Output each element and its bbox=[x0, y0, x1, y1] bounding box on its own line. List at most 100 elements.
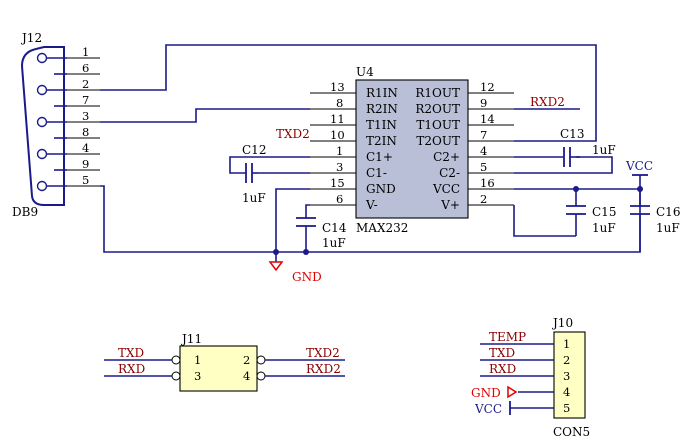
svg-text:1: 1 bbox=[82, 45, 89, 59]
net-label-rxd2-u4: RXD2 bbox=[530, 95, 565, 109]
svg-text:R1IN: R1IN bbox=[366, 86, 398, 100]
svg-text:6: 6 bbox=[336, 192, 343, 206]
svg-text:R1OUT: R1OUT bbox=[415, 86, 460, 100]
svg-text:C2+: C2+ bbox=[433, 150, 460, 164]
svg-text:C16: C16 bbox=[656, 205, 680, 219]
svg-text:1uF: 1uF bbox=[656, 221, 680, 235]
svg-text:4: 4 bbox=[563, 385, 570, 399]
svg-text:8: 8 bbox=[82, 125, 89, 139]
svg-text:RXD: RXD bbox=[489, 362, 516, 376]
u4-left-pin-names: R1IN R2IN T1IN T2IN C1+ C1- GND V- bbox=[365, 86, 398, 212]
svg-text:3: 3 bbox=[336, 160, 343, 174]
svg-text:V+: V+ bbox=[440, 198, 460, 212]
svg-text:VCC: VCC bbox=[474, 402, 502, 416]
svg-text:C14: C14 bbox=[322, 221, 347, 235]
svg-text:GND: GND bbox=[471, 386, 501, 400]
svg-text:9: 9 bbox=[82, 157, 89, 171]
svg-text:T1OUT: T1OUT bbox=[416, 118, 460, 132]
svg-text:RXD2: RXD2 bbox=[306, 362, 341, 376]
svg-text:13: 13 bbox=[330, 80, 345, 94]
svg-text:J11: J11 bbox=[180, 332, 202, 346]
svg-text:C1+: C1+ bbox=[366, 150, 393, 164]
u4-right-pin-numbers: 12 9 14 7 4 5 16 2 bbox=[480, 80, 495, 206]
svg-text:R2IN: R2IN bbox=[366, 102, 398, 116]
u4-left-pin-stubs bbox=[310, 92, 356, 206]
svg-text:4: 4 bbox=[243, 369, 250, 383]
svg-text:15: 15 bbox=[330, 176, 345, 190]
u4-body bbox=[355, 79, 469, 219]
svg-text:RXD: RXD bbox=[118, 362, 145, 376]
svg-text:VCC: VCC bbox=[625, 159, 653, 173]
svg-text:C1-: C1- bbox=[366, 166, 387, 180]
u4-ref: U4 bbox=[356, 65, 374, 79]
svg-text:5: 5 bbox=[82, 173, 89, 187]
svg-text:12: 12 bbox=[480, 80, 495, 94]
svg-text:C2-: C2- bbox=[439, 166, 460, 180]
svg-text:10: 10 bbox=[330, 128, 345, 142]
j12-name: DB9 bbox=[12, 205, 38, 219]
svg-text:3: 3 bbox=[194, 369, 201, 383]
u4-right-pin-names: R1OUT R2OUT T1OUT T2OUT C2+ C2- VCC V+ bbox=[415, 86, 460, 212]
svg-text:V-: V- bbox=[365, 198, 378, 212]
svg-text:8: 8 bbox=[336, 96, 343, 110]
svg-text:2: 2 bbox=[480, 192, 487, 206]
svg-text:GND: GND bbox=[292, 270, 322, 284]
svg-text:J10: J10 bbox=[551, 316, 573, 330]
svg-text:2: 2 bbox=[82, 77, 89, 91]
db9-pin-stubs bbox=[67, 57, 100, 187]
svg-text:GND: GND bbox=[366, 182, 396, 196]
u4-right-pin-stubs bbox=[468, 92, 514, 206]
header-j10: J10 1 2 3 4 5 CON5 TEMP TXD RXD GND VCC bbox=[471, 316, 590, 439]
svg-text:7: 7 bbox=[480, 128, 487, 142]
capacitor-c16: C16 1uF bbox=[630, 205, 680, 235]
db9-contacts bbox=[36, 52, 67, 192]
capacitor-c15: C15 1uF bbox=[566, 205, 616, 235]
svg-text:CON5: CON5 bbox=[553, 425, 590, 439]
svg-text:7: 7 bbox=[82, 93, 89, 107]
svg-text:R2OUT: R2OUT bbox=[415, 102, 460, 116]
u4-part-name: MAX232 bbox=[356, 221, 408, 235]
net-label-txd2-u4: TXD2 bbox=[276, 127, 310, 141]
svg-text:16: 16 bbox=[480, 176, 495, 190]
svg-text:TEMP: TEMP bbox=[489, 330, 526, 344]
svg-text:6: 6 bbox=[82, 61, 89, 75]
wires bbox=[100, 44, 641, 262]
svg-text:C15: C15 bbox=[592, 205, 616, 219]
db9-connector-j12: J12 DB9 bbox=[12, 31, 100, 219]
svg-text:T2OUT: T2OUT bbox=[416, 134, 460, 148]
svg-text:5: 5 bbox=[480, 160, 487, 174]
j12-ref: J12 bbox=[20, 31, 42, 45]
capacitor-c12: C12 1uF bbox=[242, 143, 266, 205]
svg-text:TXD: TXD bbox=[118, 346, 144, 360]
svg-text:2: 2 bbox=[563, 353, 570, 367]
svg-text:3: 3 bbox=[563, 369, 570, 383]
capacitor-c14: C14 1uF bbox=[296, 217, 347, 250]
junction-dots bbox=[273, 186, 643, 255]
vcc-power-symbol: VCC bbox=[625, 159, 653, 176]
svg-text:1: 1 bbox=[563, 337, 570, 351]
capacitor-c13: C13 1uF bbox=[560, 127, 616, 167]
svg-text:1: 1 bbox=[194, 353, 201, 367]
svg-text:1uF: 1uF bbox=[592, 143, 616, 157]
db9-shell bbox=[20, 46, 65, 206]
max232-ic-u4: U4 MAX232 13 8 11 bbox=[310, 65, 514, 235]
svg-text:1uF: 1uF bbox=[242, 191, 266, 205]
svg-text:T2IN: T2IN bbox=[366, 134, 397, 148]
svg-text:4: 4 bbox=[480, 144, 487, 158]
svg-text:1: 1 bbox=[336, 144, 343, 158]
svg-text:9: 9 bbox=[480, 96, 487, 110]
gnd-power-symbol: GND bbox=[268, 261, 322, 284]
svg-text:11: 11 bbox=[330, 112, 345, 126]
svg-text:VCC: VCC bbox=[432, 182, 460, 196]
svg-text:C13: C13 bbox=[560, 127, 584, 141]
db9-pin-numbers: 1 6 2 7 3 8 4 9 5 bbox=[82, 45, 89, 187]
svg-text:4: 4 bbox=[82, 141, 89, 155]
u4-left-pin-numbers: 13 8 11 10 1 3 15 6 bbox=[330, 80, 345, 206]
svg-text:2: 2 bbox=[243, 353, 250, 367]
svg-text:1uF: 1uF bbox=[592, 221, 616, 235]
svg-text:TXD: TXD bbox=[489, 346, 515, 360]
svg-text:5: 5 bbox=[563, 401, 570, 415]
svg-text:C12: C12 bbox=[242, 143, 266, 157]
svg-text:14: 14 bbox=[480, 112, 495, 126]
